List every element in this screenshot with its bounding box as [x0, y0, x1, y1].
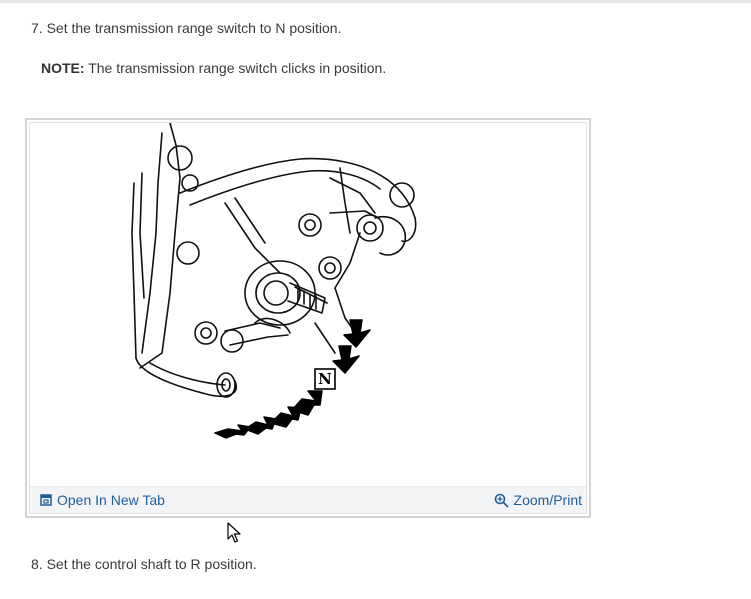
top-divider: [0, 0, 751, 3]
zoom-icon: [494, 493, 509, 508]
zoom-print-link[interactable]: Zoom/Print: [494, 492, 582, 508]
transmission-range-switch-illustration: N: [131, 123, 417, 439]
open-new-tab-icon: [40, 494, 52, 506]
note-label: NOTE:: [41, 60, 85, 76]
figure-frame: N Open In New Tab: [29, 122, 587, 514]
figure-toolbar: Open In New Tab Zoom/Print: [30, 486, 586, 513]
step-7-text: 7. Set the transmission range switch to …: [31, 20, 342, 36]
figure-container: N Open In New Tab: [25, 118, 591, 518]
open-in-new-tab-label: Open In New Tab: [57, 492, 165, 508]
mouse-pointer-icon: [227, 522, 241, 543]
n-position-marker: N: [318, 370, 332, 388]
note: NOTE: The transmission range switch clic…: [41, 60, 386, 76]
zoom-print-label: Zoom/Print: [513, 492, 582, 508]
open-in-new-tab-link[interactable]: Open In New Tab: [40, 492, 165, 508]
note-text: The transmission range switch clicks in …: [84, 60, 387, 76]
step-8-text: 8. Set the control shaft to R position.: [31, 556, 257, 572]
